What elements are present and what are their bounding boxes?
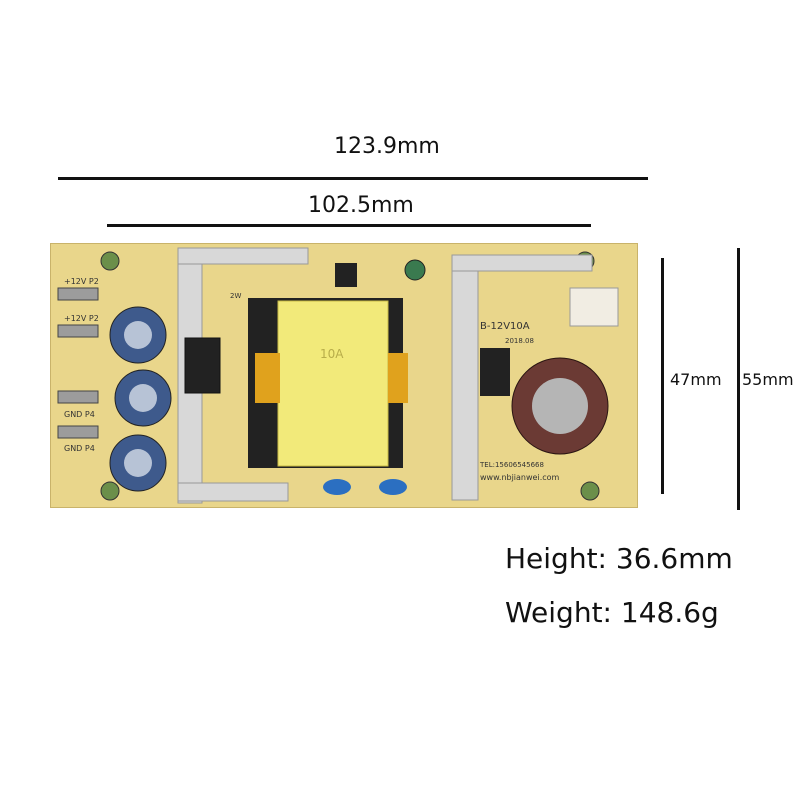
- mount-hole-icon: [100, 251, 120, 271]
- model-label: B-12V10A: [480, 321, 530, 332]
- label-p4b: GND P4: [64, 444, 95, 453]
- mount-hole-icon: [580, 481, 600, 501]
- capacitor-y-1: [323, 479, 351, 495]
- weight-spec: Weight: 148.6g: [505, 596, 719, 629]
- inner-width-line: [107, 224, 591, 227]
- inner-width-label: 102.5mm: [308, 193, 414, 218]
- capacitor-blue: [114, 369, 172, 427]
- outer-height-line: [737, 248, 740, 510]
- capacitor-blue: [109, 306, 167, 364]
- tel-label: TEL:15606545668: [479, 461, 544, 469]
- mount-hole-icon: [100, 481, 120, 501]
- label-p2b: +12V P2: [64, 314, 99, 323]
- heatsink-left: [177, 247, 309, 504]
- outer-height-label: 55mm: [742, 370, 794, 389]
- board-height-label: 47mm: [670, 370, 722, 389]
- transformer: [248, 298, 408, 468]
- input-connector: [569, 287, 619, 327]
- label-p4a: GND P4: [64, 410, 95, 419]
- ic-chip: [335, 263, 357, 287]
- outer-width-label: 123.9mm: [334, 134, 440, 159]
- heatsink-right: [451, 254, 593, 501]
- label-p2a: +12V P2: [64, 277, 99, 286]
- height-spec: Height: 36.6mm: [505, 542, 733, 575]
- date-label: 2018.08: [505, 337, 534, 345]
- capacitor-blue: [109, 434, 167, 492]
- terminal-block: [57, 287, 99, 439]
- outer-width-line: [58, 177, 648, 180]
- resistor-label: 2W: [230, 292, 241, 300]
- capacitor-y-2: [379, 479, 407, 495]
- web-label: www.nbjianwei.com: [480, 473, 560, 482]
- board-height-line: [661, 258, 664, 494]
- capacitor-brown: [511, 357, 609, 455]
- transformer-label: 10A: [320, 347, 344, 361]
- capacitor-small: [404, 259, 426, 281]
- pcb-board: +12V P2 +12V P2 GND P4 GND P4 10A 2W: [50, 243, 638, 508]
